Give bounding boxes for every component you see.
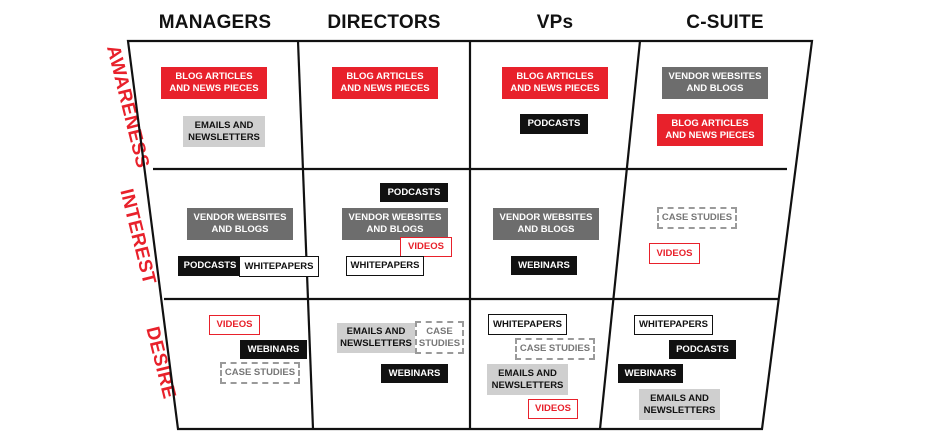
tag-podcasts: PODCASTS	[178, 256, 242, 276]
tag-whitepapers: WHITEPAPERS	[346, 256, 424, 276]
tag-whitepapers: WHITEPAPERS	[239, 256, 319, 277]
column-divider-3	[598, 40, 642, 430]
column-header-vps: VPs	[536, 12, 574, 33]
column-header-csuite: C-SUITE	[686, 12, 764, 33]
tag-videos: VIDEOS	[400, 237, 452, 257]
funnel-outline	[126, 39, 814, 431]
column-header-directors: DIRECTORS	[327, 12, 441, 33]
tag-podcasts: PODCASTS	[380, 183, 448, 202]
tag-whitepapers: WHITEPAPERS	[634, 315, 713, 335]
tag-videos: VIDEOS	[528, 399, 578, 419]
tag-case-studies: CASE STUDIES	[657, 207, 737, 229]
tag-whitepapers: WHITEPAPERS	[488, 314, 567, 335]
tag-case-studies: CASE STUDIES	[220, 362, 300, 384]
tag-podcasts: PODCASTS	[669, 340, 736, 359]
tag-webinars: WEBINARS	[381, 364, 448, 383]
tag-videos: VIDEOS	[209, 315, 260, 335]
tag-webinars: WEBINARS	[618, 364, 683, 383]
tag-webinars: WEBINARS	[240, 340, 307, 359]
tag-videos: VIDEOS	[649, 243, 700, 264]
tag-webinars: WEBINARS	[511, 256, 577, 275]
tag-podcasts: PODCASTS	[520, 114, 588, 134]
column-header-managers: MANAGERS	[158, 12, 272, 33]
tag-case-studies: CASE STUDIES	[515, 338, 595, 360]
column-divider-1	[296, 40, 315, 430]
